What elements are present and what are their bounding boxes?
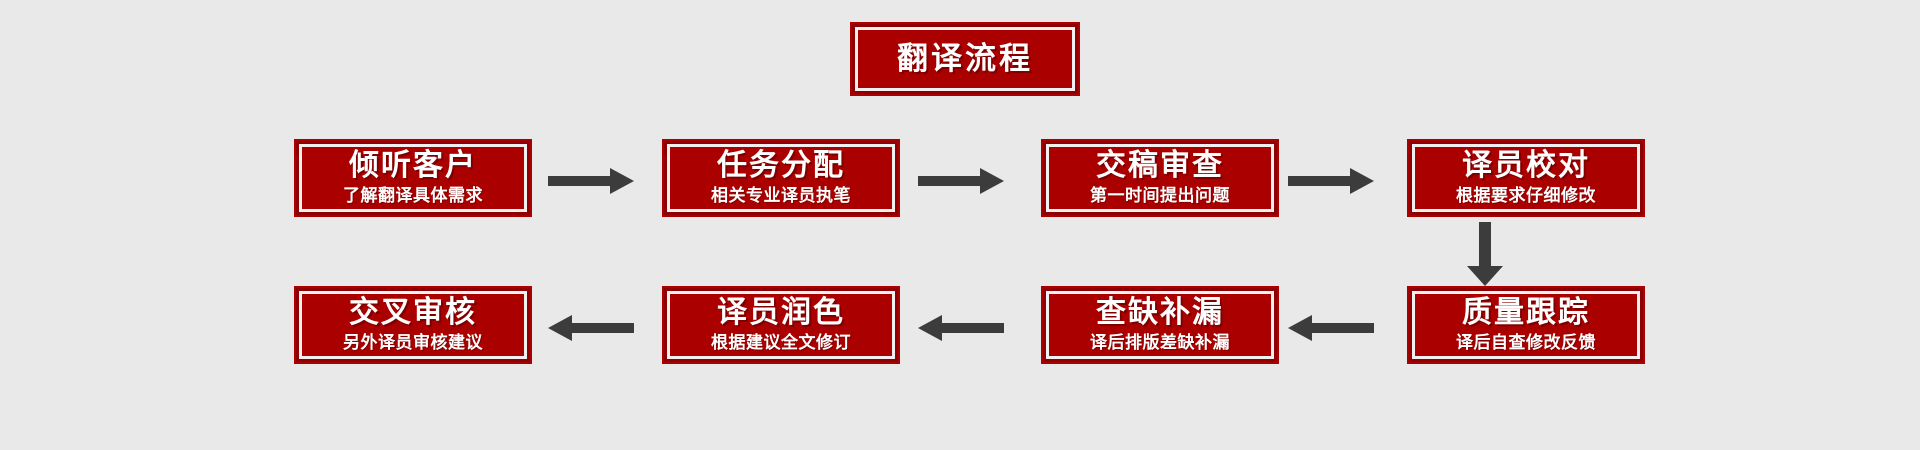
node-cross-review: 交叉审核 另外译员审核建议 [294,286,532,364]
node-title: 查缺补漏 [1096,295,1224,330]
node-title: 译员润色 [717,295,845,330]
node-subtitle: 根据要求仔细修改 [1456,186,1596,206]
node-title: 质量跟踪 [1462,295,1590,330]
node-translator-proofreading: 译员校对 根据要求仔细修改 [1407,139,1645,217]
arrow-right-icon [548,168,634,194]
node-subtitle: 相关专业译员执笔 [711,186,851,206]
node-title: 交稿审查 [1096,148,1224,183]
node-draft-review: 交稿审查 第一时间提出问题 [1041,139,1279,217]
node-subtitle: 第一时间提出问题 [1090,186,1230,206]
node-title: 交叉审核 [349,295,477,330]
node-subtitle: 译后自查修改反馈 [1456,333,1596,353]
node-translator-polishing: 译员润色 根据建议全文修订 [662,286,900,364]
node-quality-tracking: 质量跟踪 译后自查修改反馈 [1407,286,1645,364]
arrow-right-icon [1288,168,1374,194]
node-subtitle: 了解翻译具体需求 [343,186,483,206]
node-subtitle: 另外译员审核建议 [343,333,483,353]
arrow-left-icon [918,315,1004,341]
flowchart-title-box: 翻译流程 [850,22,1080,96]
node-gap-filling: 查缺补漏 译后排版差缺补漏 [1041,286,1279,364]
node-title: 倾听客户 [349,148,477,183]
flowchart-title-label: 翻译流程 [897,40,1033,77]
node-task-assignment: 任务分配 相关专业译员执笔 [662,139,900,217]
arrow-right-icon [918,168,1004,194]
node-subtitle: 译后排版差缺补漏 [1090,333,1230,353]
node-title: 任务分配 [717,148,845,183]
arrow-left-icon [548,315,634,341]
node-title: 译员校对 [1462,148,1590,183]
node-listen-to-client: 倾听客户 了解翻译具体需求 [294,139,532,217]
arrow-left-icon [1288,315,1374,341]
arrow-down-icon [1467,222,1503,286]
node-subtitle: 根据建议全文修订 [711,333,851,353]
